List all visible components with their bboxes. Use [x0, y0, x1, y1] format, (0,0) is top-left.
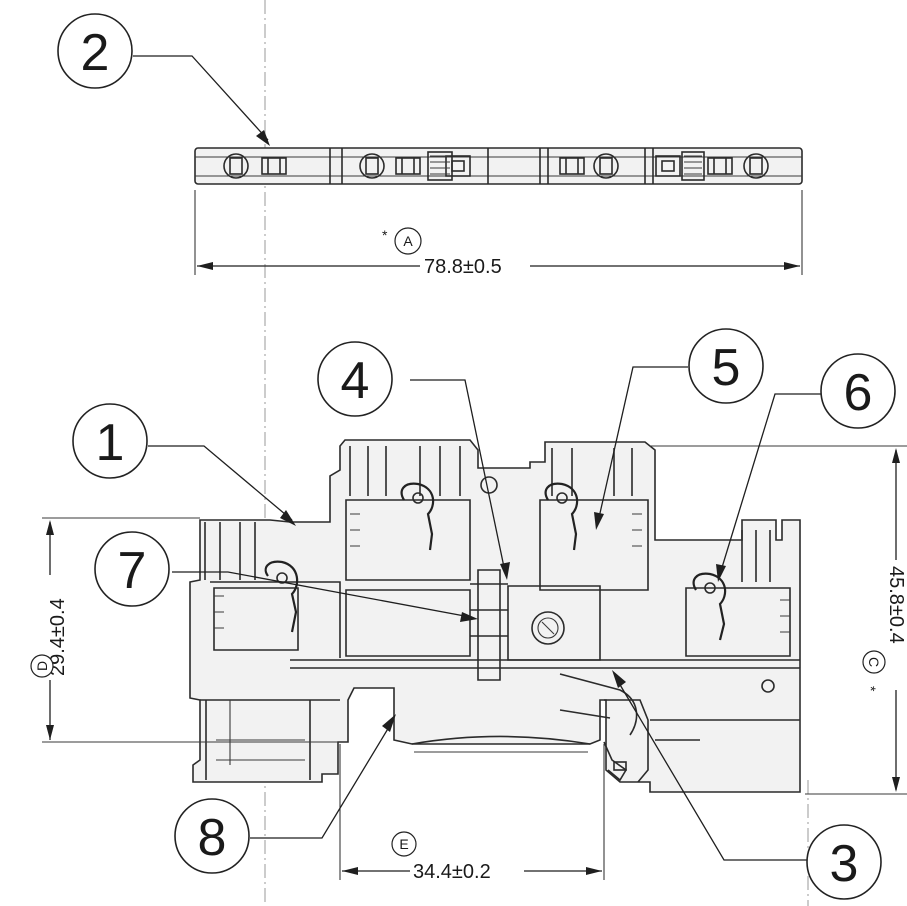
svg-text:4: 4 — [341, 352, 370, 410]
dimension-e: 34.4±0.2 E — [339, 744, 605, 883]
callout-6: 6 — [820, 353, 896, 429]
leaders — [133, 55, 832, 861]
dimension-c-value: 45.8±0.4 — [885, 566, 907, 644]
svg-text:5: 5 — [712, 339, 741, 397]
callout-3: 3 — [806, 824, 882, 900]
svg-text:2: 2 — [81, 24, 110, 82]
svg-text:7: 7 — [118, 542, 147, 600]
svg-text:6: 6 — [844, 364, 873, 422]
callout-4: 4 — [317, 341, 393, 417]
dimension-c: 45.8±0.4 C * — [650, 445, 907, 795]
dimension-d-value: 29.4±0.4 — [47, 598, 69, 676]
callout-1: 1 — [72, 403, 148, 479]
dimension-a-ref: A — [403, 233, 413, 249]
side-view — [189, 439, 801, 793]
top-view — [194, 147, 803, 185]
dimension-e-ref: E — [399, 836, 408, 852]
svg-text:8: 8 — [198, 809, 227, 867]
dimension-a-asterisk: * — [382, 227, 388, 243]
svg-text:3: 3 — [830, 835, 859, 893]
callout-5: 5 — [688, 328, 764, 404]
svg-text:1: 1 — [96, 414, 125, 472]
callout-7: 7 — [94, 531, 170, 607]
dimension-a: 78.8±0.5 * A — [194, 190, 803, 278]
dimension-a-value: 78.8±0.5 — [424, 256, 502, 278]
dimension-c-ref: C — [866, 657, 882, 667]
callout-2: 2 — [57, 13, 133, 89]
dimension-e-value: 34.4±0.2 — [413, 861, 491, 883]
dimension-d-ref: D — [34, 661, 50, 671]
dimension-c-asterisk: * — [863, 686, 879, 692]
callout-8: 8 — [174, 798, 250, 874]
dimension-d: 29.4±0.4 D — [30, 517, 338, 743]
